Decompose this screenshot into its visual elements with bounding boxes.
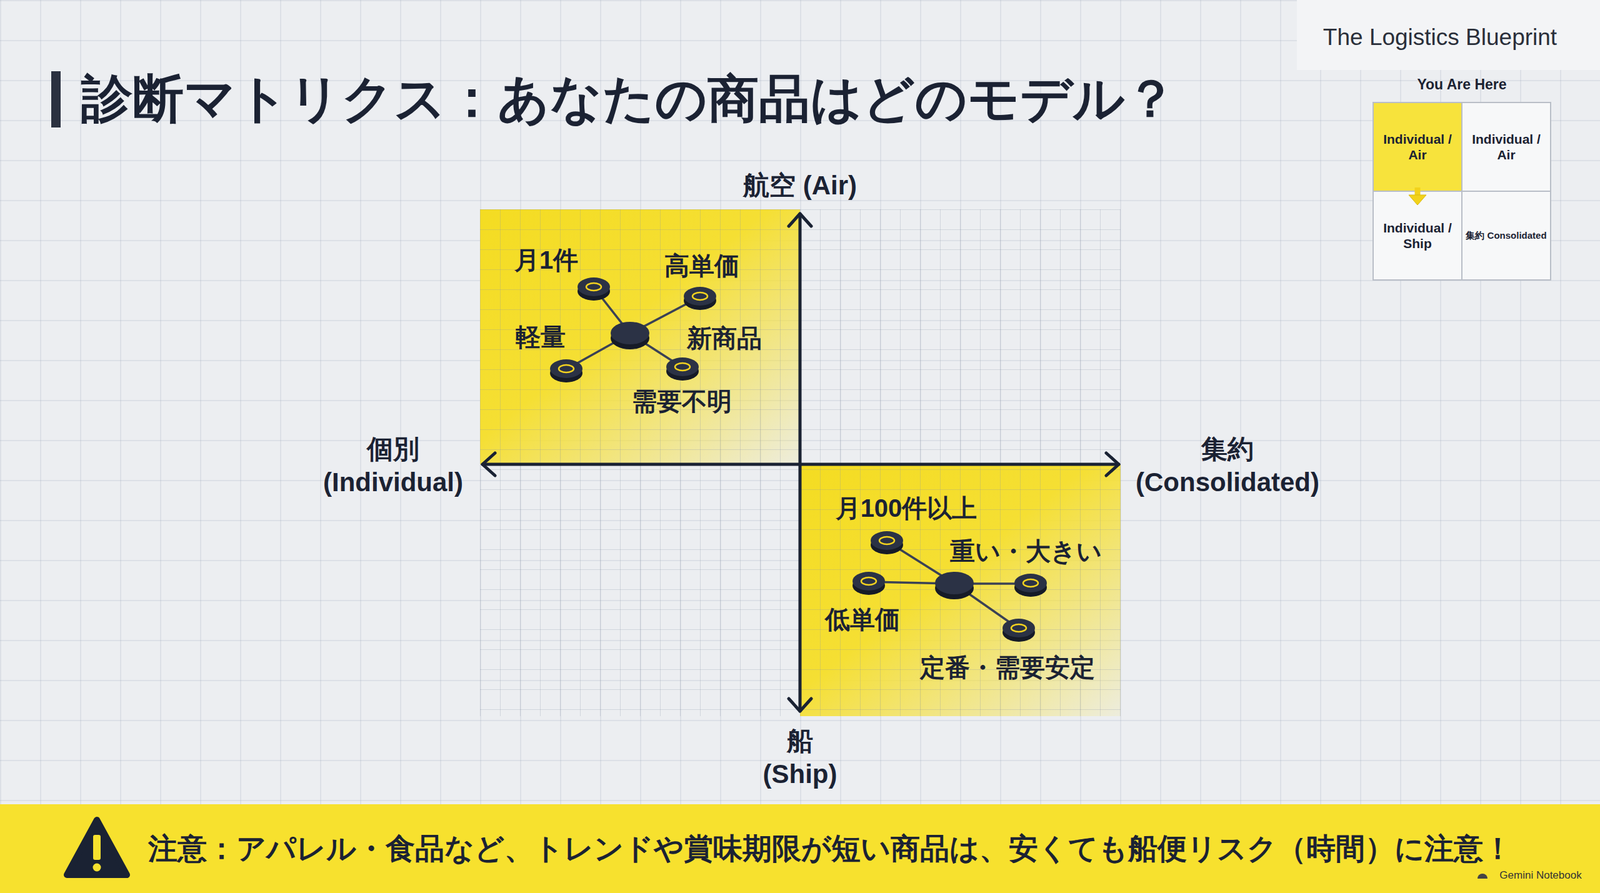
puck-disk	[550, 359, 583, 379]
puck-ring	[692, 292, 708, 300]
axis-arrowhead	[1106, 453, 1119, 476]
puck-disk	[666, 357, 699, 377]
puck-disk	[683, 286, 717, 306]
puck-disk	[852, 571, 885, 591]
cell-label: Individual / Air	[1376, 131, 1459, 163]
axis-arrowhead	[788, 698, 812, 712]
puck-ring	[675, 363, 690, 371]
axis-label: 航空 (Air)	[743, 169, 857, 203]
minimap-cell: 集約 Consolidated	[1461, 190, 1552, 281]
cell-label: 集約 Consolidated	[1465, 230, 1547, 242]
puck-ring	[879, 536, 895, 545]
warning-mark	[93, 863, 102, 872]
warning-mark	[93, 835, 101, 860]
hub-disks	[550, 277, 1047, 642]
header-label: The Logistics Blueprint	[1323, 23, 1557, 52]
minimap-cell: Individual / Air	[1461, 101, 1552, 192]
cell-label: Individual / Ship	[1376, 220, 1459, 252]
attribute-label: 軽量	[515, 321, 566, 353]
attribute-label: 需要不明	[631, 385, 732, 417]
puck-disk	[577, 277, 610, 297]
puck-ring	[586, 283, 602, 291]
minimap-cell: Individual / Air	[1372, 101, 1463, 192]
title-bar	[51, 71, 61, 128]
vertical-axis	[798, 213, 802, 712]
watermark: Gemini Notebook	[1499, 868, 1582, 882]
hub-disk	[610, 321, 650, 345]
axes	[482, 213, 1119, 712]
puck-disk	[1002, 618, 1035, 638]
axis-label: 個別 (Individual)	[318, 433, 469, 499]
puck-ring	[558, 365, 574, 373]
horizontal-axis	[482, 463, 1119, 467]
attribute-label: 低単価	[825, 603, 900, 635]
puck-disk	[870, 531, 904, 550]
minimap-panel: You Are HereIndividual / AirIndividual /…	[1372, 68, 1552, 281]
cell-label: Individual / Air	[1465, 131, 1548, 163]
attribute-label: 重い・大きい	[950, 535, 1102, 567]
axis-label: 集約 (Consolidated)	[1130, 433, 1325, 499]
attribute-label: 新商品	[686, 322, 762, 354]
puck-ring	[861, 577, 877, 585]
panel-heading: You Are Here	[1372, 76, 1552, 94]
hub-disk	[935, 571, 974, 595]
warning-text: 注意：アパレル・食品など、トレンドや賞味期限が短い商品は、安くても船便リスク（時…	[148, 829, 1513, 869]
axis-arrowhead	[788, 213, 812, 227]
slide-title: 診断マトリクス：あなたの商品はどのモデル？	[81, 70, 1177, 128]
minimap-cell: Individual / Ship	[1372, 190, 1463, 281]
attribute-label: 月100件以上	[835, 492, 978, 524]
warning-banner: 注意：アパレル・食品など、トレンドや賞味期限が短い商品は、安くても船便リスク（時…	[0, 804, 1600, 893]
axis-arrowhead	[482, 453, 495, 476]
puck-disk	[1014, 573, 1047, 593]
attribute-label: 定番・需要安定	[920, 651, 1095, 684]
puck-ring	[1011, 624, 1027, 632]
puck-ring	[1023, 579, 1039, 587]
axis-label: 船 (Ship)	[756, 725, 844, 791]
attribute-label: 高単価	[664, 250, 740, 282]
attribute-label: 月1件	[514, 244, 579, 276]
hub-spokes	[566, 287, 1031, 629]
